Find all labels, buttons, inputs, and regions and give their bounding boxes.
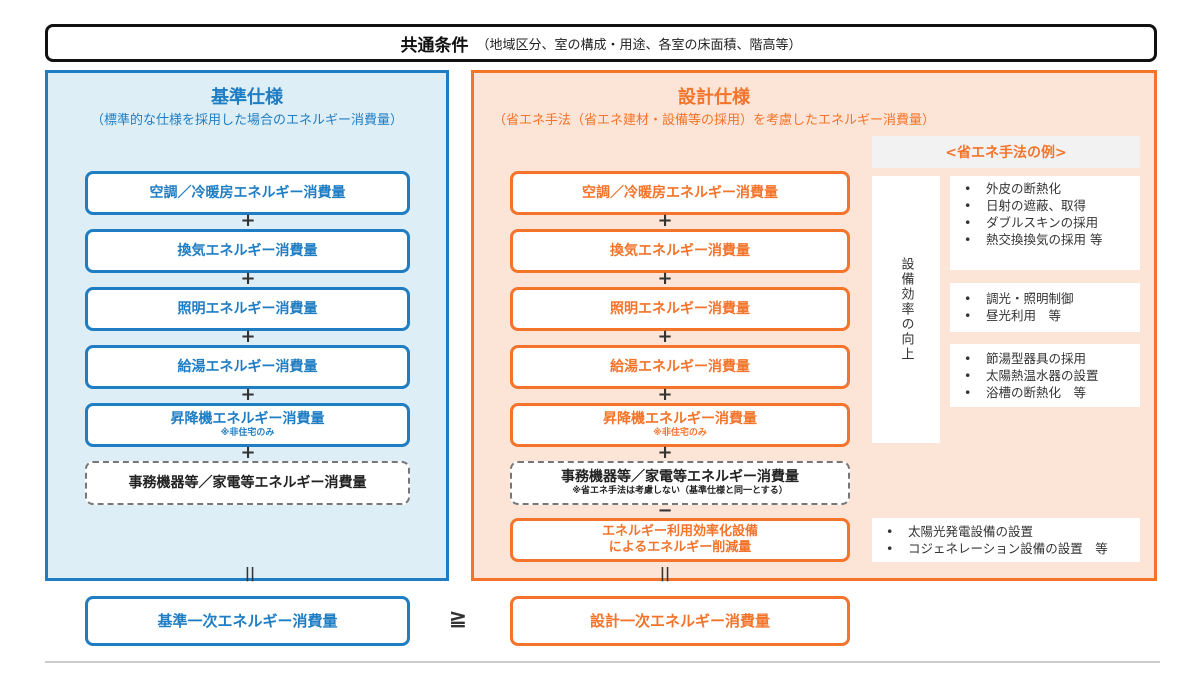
plus-sign: + [240,268,256,289]
standard-ventilation: 換気エネルギー消費量 [85,229,410,273]
plus-sign: + [657,326,673,347]
standard-title: 基準仕様 [211,87,283,108]
examples-lighting: 調光・照明制御 昼光利用 等 [950,283,1140,332]
design-reduction-line2: によるエネルギー削減量 [608,540,752,555]
example-item: 熱交換換気の採用 等 [964,231,1140,248]
example-item: 浴槽の断熱化 等 [964,384,1140,401]
standard-lighting: 照明エネルギー消費量 [85,287,410,331]
example-item: コジェネレーション設備の設置 等 [886,540,1140,557]
design-ventilation: 換気エネルギー消費量 [510,229,850,273]
design-office: 事務機器等／家電等エネルギー消費量 ※省エネ手法は考慮しない（基準仕様と同一とす… [510,461,850,505]
divider [45,661,1160,663]
plus-sign: + [240,210,256,231]
design-elevator-label: 昇降機エネルギー消費量 [603,411,757,428]
standard-elevator-label: 昇降機エネルギー消費量 [170,411,325,428]
standard-hotwater: 給湯エネルギー消費量 [85,345,410,389]
design-title: 設計仕様 [678,87,750,108]
plus-sign: + [657,442,673,463]
standard-elevator: 昇降機エネルギー消費量 ※非住宅のみ [85,403,410,447]
design-lighting: 照明エネルギー消費量 [510,287,850,331]
design-elevator-note: ※非住宅のみ [653,428,707,438]
plus-sign: + [657,210,673,231]
example-item: 昼光利用 等 [964,307,1140,324]
standard-hvac: 空調／冷暖房エネルギー消費量 [85,171,410,215]
design-total: 設計一次エネルギー消費量 [510,596,850,646]
standard-office: 事務機器等／家電等エネルギー消費量 [85,461,410,505]
example-item: 太陽熱温水器の設置 [964,367,1140,384]
example-item: 外皮の断熱化 [964,180,1140,197]
design-reduction: エネルギー利用効率化設備 によるエネルギー削減量 [510,518,850,562]
examples-hotwater: 節湯型器具の採用 太陽熱温水器の設置 浴槽の断熱化 等 [950,344,1140,407]
standard-subtitle: （標準的な仕様を採用した場合のエネルギー消費量） [90,113,403,128]
design-office-label: 事務機器等／家電等エネルギー消費量 [561,469,799,486]
equals-sign: || [659,566,671,582]
design-reduction-line1: エネルギー利用効率化設備 [601,524,758,540]
examples-header: <省エネ手法の例> [872,136,1140,168]
design-subtitle: （省エネ手法（省エネ建材・設備等の採用）を考慮したエネルギー消費量） [492,113,935,128]
plus-sign: + [240,442,256,463]
standard-total: 基準一次エネルギー消費量 [85,596,410,646]
common-detail: （地域区分、室の構成・用途、各室の床面積、階高等） [476,37,802,53]
example-item: 太陽光発電設備の設置 [886,523,1140,540]
example-item: 節湯型器具の採用 [964,350,1140,367]
design-elevator: 昇降機エネルギー消費量 ※非住宅のみ [510,403,850,447]
geq-sign: ≧ [448,606,468,631]
minus-sign: − [657,500,673,521]
plus-sign: + [657,384,673,405]
examples-vertical-label: 設備効率の向上 [872,176,940,443]
example-item: ダブルスキンの採用 [964,214,1140,231]
plus-sign: + [657,268,673,289]
plus-sign: + [240,384,256,405]
design-hotwater: 給湯エネルギー消費量 [510,345,850,389]
example-item: 日射の遮蔽、取得 [964,197,1140,214]
design-hvac: 空調／冷暖房エネルギー消費量 [510,171,850,215]
examples-generation: 太陽光発電設備の設置 コジェネレーション設備の設置 等 [872,518,1140,562]
design-office-note: ※省エネ手法は考慮しない（基準仕様と同一とする） [572,486,788,496]
common-conditions: 共通条件 （地域区分、室の構成・用途、各室の床面積、階高等） [45,24,1157,62]
example-item: 調光・照明制御 [964,290,1140,307]
examples-envelope: 外皮の断熱化 日射の遮蔽、取得 ダブルスキンの採用 熱交換換気の採用 等 [950,176,1140,270]
equals-sign: || [244,566,256,582]
common-title: 共通条件 [400,35,469,56]
plus-sign: + [240,326,256,347]
standard-elevator-note: ※非住宅のみ [220,428,275,438]
